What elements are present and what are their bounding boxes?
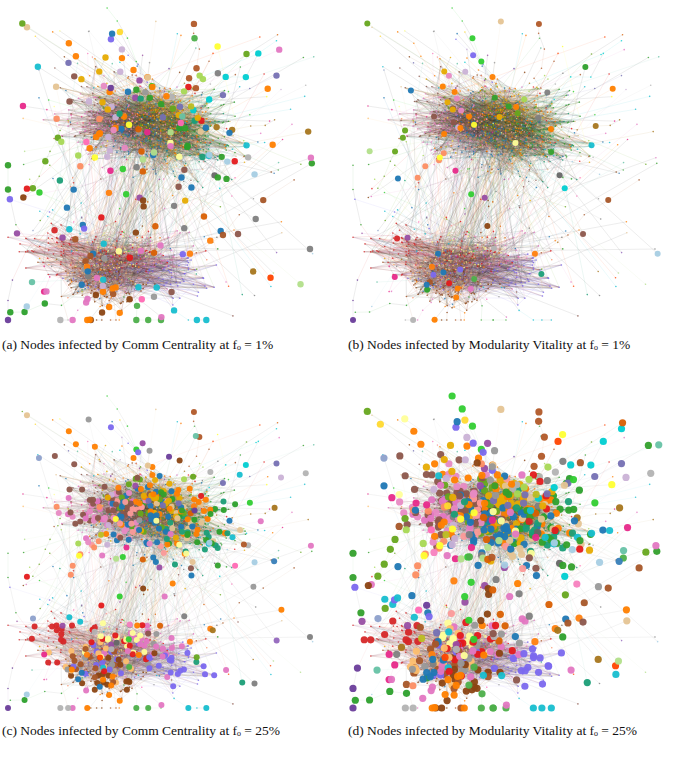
network-panel (5, 7, 315, 323)
network-edges (8, 8, 314, 320)
